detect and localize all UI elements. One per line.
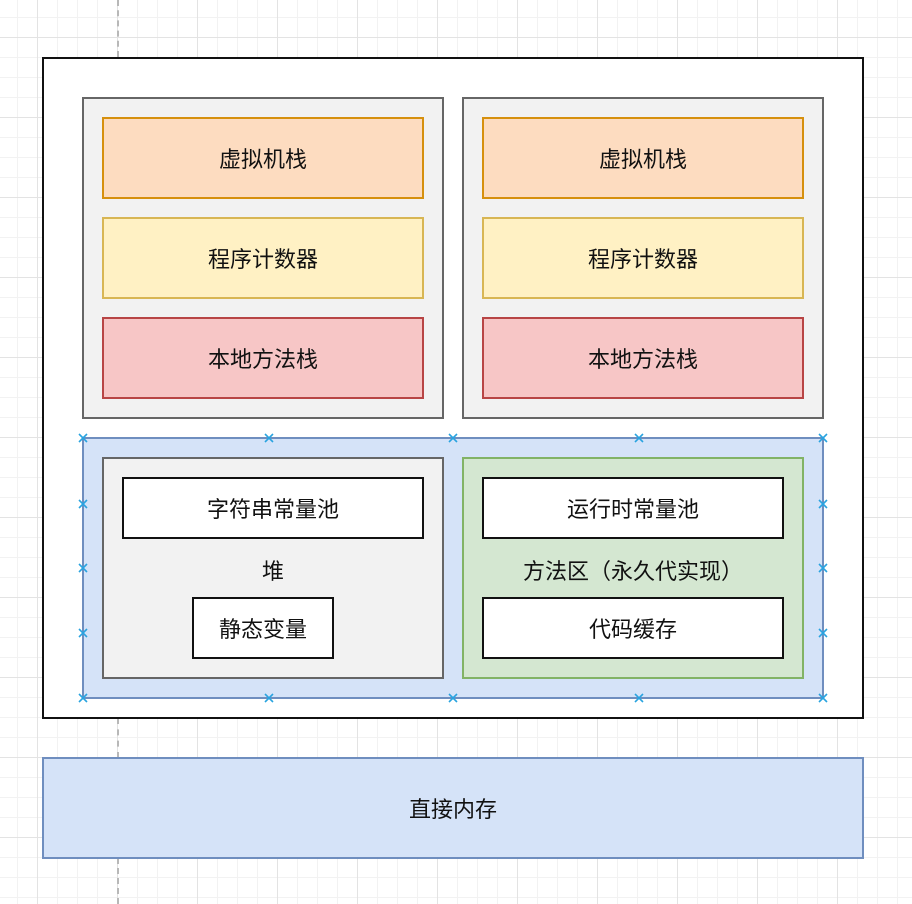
guide-line-bottom <box>117 858 119 904</box>
heap-label: 堆 <box>261 560 284 585</box>
vm-stack-left[interactable]: 虚拟机栈 <box>102 117 424 199</box>
program-counter-left[interactable]: 程序计数器 <box>102 217 424 299</box>
code-cache[interactable]: 代码缓存 <box>482 597 784 659</box>
native-method-stack-right[interactable]: 本地方法栈 <box>482 317 804 399</box>
guide-line-middle <box>117 718 119 758</box>
method-area-label: 方法区（永久代实现） <box>522 560 743 585</box>
vm-stack-right[interactable]: 虚拟机栈 <box>482 117 804 199</box>
runtime-constant-pool[interactable]: 运行时常量池 <box>482 477 784 539</box>
guide-line-top <box>117 0 119 57</box>
program-counter-right[interactable]: 程序计数器 <box>482 217 804 299</box>
direct-memory[interactable]: 直接内存 <box>42 757 864 859</box>
native-method-stack-left[interactable]: 本地方法栈 <box>102 317 424 399</box>
string-constant-pool[interactable]: 字符串常量池 <box>122 477 424 539</box>
static-variables[interactable]: 静态变量 <box>192 597 334 659</box>
